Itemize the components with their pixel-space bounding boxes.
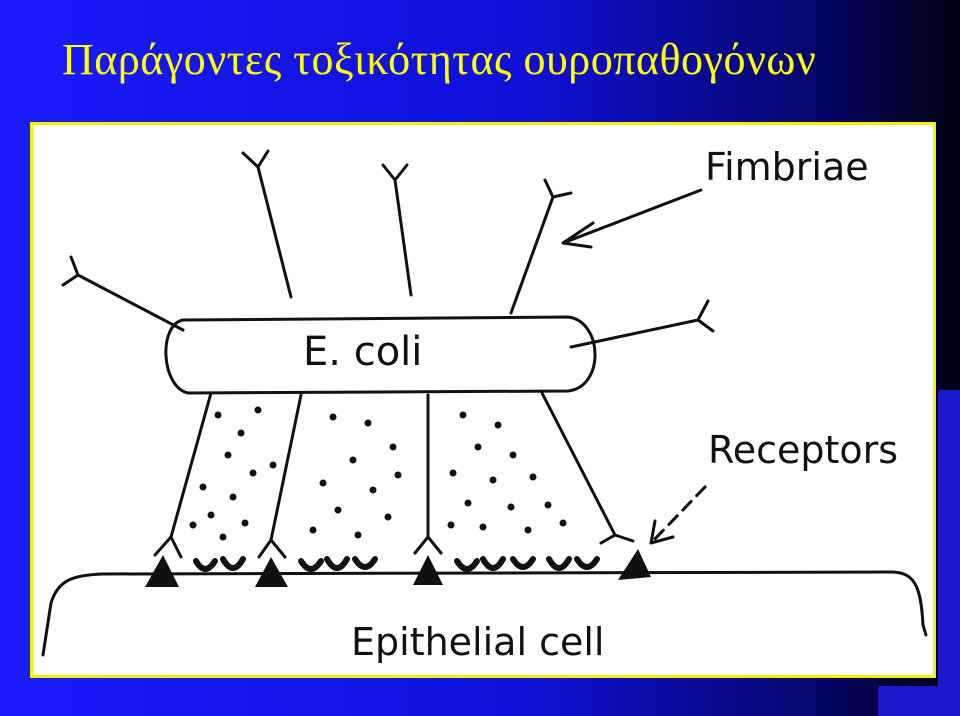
epithelial-membrane bbox=[41, 570, 928, 657]
slide-title: Παράγοντες τοξικότητας ουροπαθογόνων bbox=[62, 35, 817, 84]
fimbria-down-1 bbox=[153, 391, 213, 559]
receptor-triangles bbox=[145, 549, 651, 587]
ecoli-cell-body bbox=[164, 315, 597, 395]
diagram-frame: Fimbriae E. coli Receptors Epithelial ce… bbox=[30, 122, 936, 678]
decorative-bar-right bbox=[938, 390, 960, 716]
receptor-cups bbox=[193, 556, 600, 572]
fimbria-down-4 bbox=[539, 389, 635, 545]
adhesion-diagram: Fimbriae E. coli Receptors Epithelial ce… bbox=[41, 145, 928, 664]
epithelial-cell-label: Epithelial cell bbox=[351, 620, 604, 664]
fimbria-upper-3 bbox=[509, 178, 573, 315]
fimbria-right bbox=[569, 299, 715, 349]
receptor-dots bbox=[189, 406, 567, 541]
decorative-bar-bottom bbox=[878, 686, 960, 716]
ecoli-label: E. coli bbox=[303, 329, 422, 375]
receptors-arrow bbox=[649, 485, 707, 545]
fimbria-down-3 bbox=[413, 393, 443, 555]
fimbriae-arrow bbox=[561, 188, 703, 249]
receptors-label: Receptors bbox=[708, 428, 898, 472]
fimbriae-label: Fimbriae bbox=[705, 145, 869, 189]
fimbria-upper-1 bbox=[241, 149, 293, 299]
fimbria-down-2 bbox=[257, 393, 303, 559]
fimbria-left bbox=[61, 255, 185, 332]
fimbria-upper-2 bbox=[381, 163, 413, 297]
